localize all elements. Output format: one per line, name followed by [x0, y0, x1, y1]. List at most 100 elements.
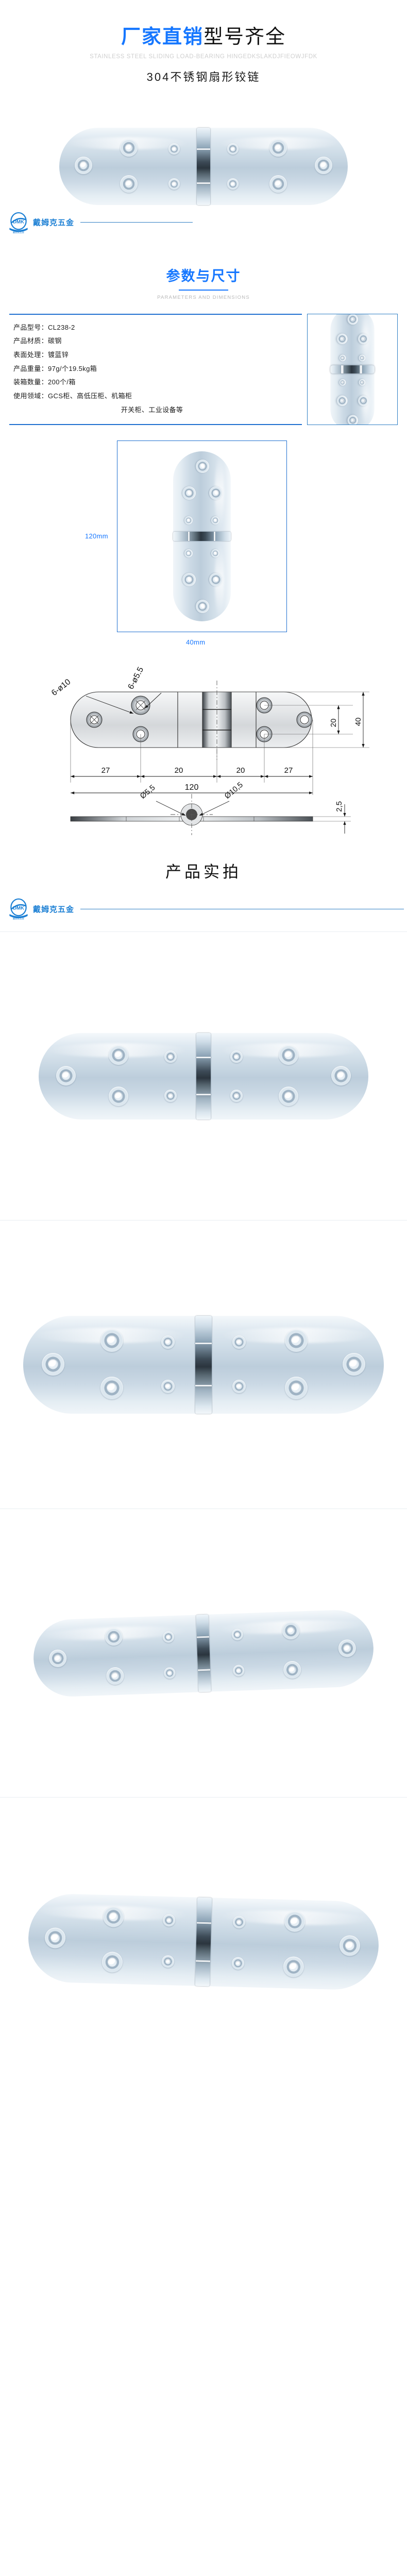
technical-drawing-svg: 6-ø10 6-ø5.5 20 40 [50, 666, 369, 836]
screw-hole [339, 379, 346, 386]
svg-text:DMK: DMK [13, 219, 24, 225]
screw-hole [109, 1086, 128, 1106]
screw-hole [103, 1906, 124, 1927]
screw-hole [339, 354, 346, 362]
svg-text:DMK: DMK [13, 906, 24, 911]
hinge-leaf-right [208, 1608, 375, 1692]
screw-hole [315, 156, 332, 174]
page-title-english: STAINLESS STEEL SLIDING LOAD-BEARING HIN… [90, 53, 317, 60]
screw-hole [106, 1667, 125, 1685]
screw-hole [283, 1660, 301, 1679]
hinge-knuckle-gap [195, 1960, 211, 1962]
spec-label: 使用领域： [13, 392, 48, 400]
hero-product-photo: DMK 戴姆克五金 戴姆克五金 [0, 102, 407, 234]
gallery-photo-4 [0, 1797, 407, 2086]
product-name: 304不锈钢扇形铰链 [146, 70, 261, 83]
screw-hole [120, 139, 138, 157]
hinge-leaf-right [208, 1897, 380, 1991]
screw-hole [281, 1621, 300, 1640]
hinge-knuckle-gap [196, 1056, 211, 1058]
section-title-gallery: 产品实拍 [165, 863, 242, 882]
screw-hole [105, 1628, 123, 1646]
screw-hole [209, 486, 223, 500]
label-pitch-inner-left: 20 [175, 766, 183, 775]
screw-hole [336, 333, 348, 345]
section-header-parameters: 参数与尺寸 PARAMETERS AND DIMENSIONS [0, 265, 407, 300]
label-pitch-inner-right: 20 [236, 766, 245, 775]
screw-hole [44, 1927, 66, 1948]
hinge-illustration-horizontal [23, 1315, 384, 1414]
dmk-logo-icon: DMK 戴姆克五金 [9, 212, 28, 234]
brand-watermark: DMK 戴姆克五金 戴姆克五金 [7, 897, 404, 920]
screw-hole [164, 1089, 177, 1102]
hinge-leaf-right [330, 372, 375, 425]
spec-value: 200个/箱 [48, 378, 76, 386]
gallery-watermark-row: DMK 戴姆克五金 戴姆克五金 [0, 882, 407, 920]
hinge-leaf-right [173, 540, 231, 622]
screw-hole [56, 1065, 76, 1086]
hinge-barrel [197, 127, 210, 205]
hinge-knuckle-gap [214, 532, 215, 541]
screw-hole [184, 549, 193, 558]
label-height-total: 40 [354, 718, 363, 726]
spec-value-continuation: 开关柜、工业设备等 [121, 405, 183, 414]
spec-value: 97g/个19.5kg箱 [48, 364, 97, 372]
screw-hole [75, 156, 92, 174]
hinge-leaf-left [173, 451, 231, 533]
gallery-photo-3 [0, 1509, 407, 1798]
screw-hole [196, 460, 209, 473]
screw-hole [269, 139, 287, 157]
hinge-illustration-horizontal [39, 1032, 368, 1120]
hinge-knuckle-gap [196, 1093, 211, 1095]
page-title-highlight: 厂家直销 [121, 26, 204, 48]
screw-hole [162, 1631, 175, 1643]
hinge-knuckle-gap [197, 182, 210, 184]
section-header-gallery: 产品实拍 [0, 859, 407, 882]
hinge-knuckle-gap [196, 1922, 211, 1924]
hinge-illustration-vertical [173, 451, 231, 622]
hinge-leaf-left [59, 127, 197, 205]
spec-label: 产品重量： [13, 364, 48, 372]
hinge-leaf-left [23, 1315, 197, 1414]
screw-hole [120, 175, 138, 193]
screw-hole [227, 143, 239, 155]
spec-label: 产品型号： [13, 323, 48, 331]
screw-hole [101, 1951, 123, 1973]
label-total-length: 120 [185, 783, 199, 792]
screw-hole [358, 333, 369, 345]
screw-hole [269, 175, 287, 193]
screw-hole [331, 1065, 351, 1086]
screw-hole [285, 1329, 308, 1352]
gallery-stage [0, 932, 407, 1221]
specification-panel: 产品型号： CL238-2 产品材质： 碳钢 表面处理： 镀蓝锌 产品重量： 9… [9, 313, 398, 426]
screw-hole [231, 1629, 244, 1640]
screw-hole [209, 573, 223, 587]
hinge-knuckle-gap [195, 1384, 212, 1386]
page-header: 厂家直销型号齐全 STAINLESS STEEL SLIDING LOAD-BE… [0, 0, 407, 84]
screw-hole [230, 1089, 243, 1102]
label-side-hole-small: Ø5,5 [139, 783, 157, 801]
svg-text:戴姆克五金: 戴姆克五金 [13, 917, 25, 920]
screw-hole [162, 1913, 176, 1927]
screw-hole [196, 600, 209, 614]
svg-text:戴姆克五金: 戴姆克五金 [13, 230, 25, 233]
hinge-knuckle-gap [198, 1669, 211, 1671]
gallery-photo-2 [0, 1220, 407, 1509]
hinge-barrel [196, 1032, 211, 1120]
table-row: 产品材质： 碳钢 [13, 334, 302, 348]
screw-hole [100, 1329, 123, 1352]
screw-hole [168, 178, 180, 190]
hinge-leaf-left [32, 1615, 199, 1698]
screw-hole [347, 314, 359, 325]
hinge-knuckle-gap [195, 1342, 212, 1344]
spec-label: 产品材质： [13, 337, 48, 345]
table-row-continuation: 开关柜、工业设备等 [13, 403, 302, 417]
screw-hole [232, 1916, 246, 1928]
screw-hole [163, 1667, 176, 1679]
drawing-plan-view: 6-ø10 6-ø5.5 20 40 [50, 666, 369, 795]
table-row: 表面处理： 镀蓝锌 [13, 348, 302, 362]
screw-hole [100, 1376, 123, 1399]
screw-hole [359, 354, 366, 362]
drawing-side-view: Ø5,5 Ø10,5 2,5 [70, 781, 351, 836]
hinge-barrel [195, 1315, 212, 1414]
